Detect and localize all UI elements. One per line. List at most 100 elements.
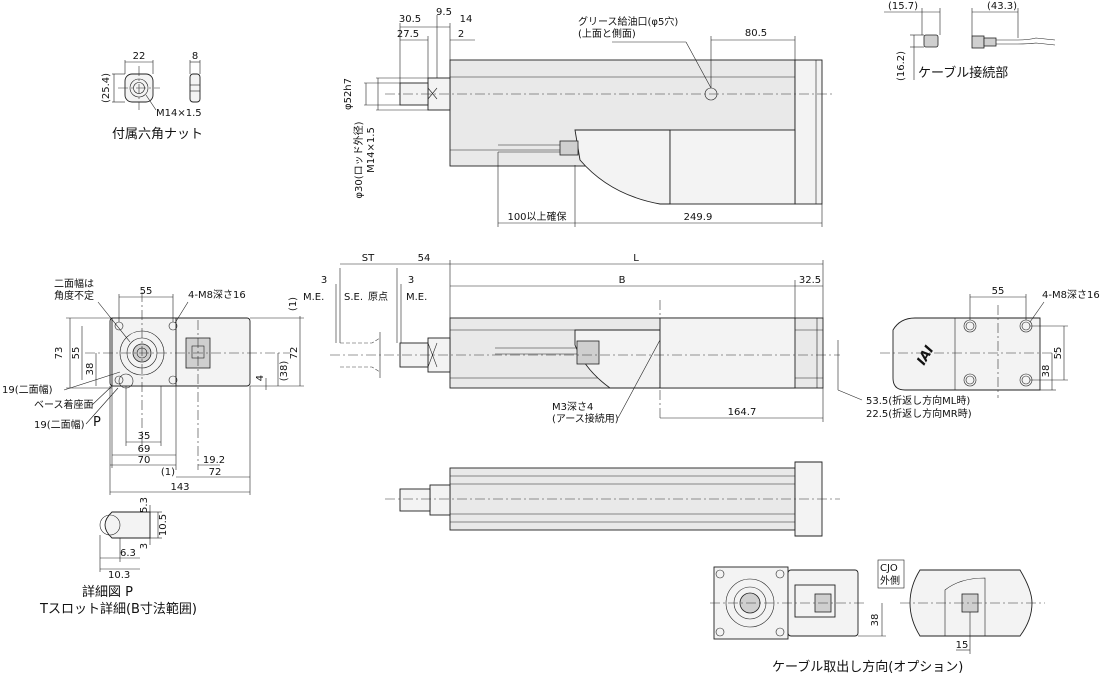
rear-dim-55: 55 (992, 286, 1005, 297)
cable-dim-15-7: (15.7) (888, 1, 918, 12)
cable-dim-43-3: (43.3) (987, 1, 1017, 12)
front-dim-1b: (1) (161, 467, 175, 478)
cable-dim-16-2: (16.2) (896, 51, 907, 81)
front-dim-73: 73 (54, 347, 65, 360)
dim-30-5: 30.5 (399, 14, 421, 25)
detail-p-view: 5.3 10.5 3 6.3 10.3 詳細図 P Tスロット詳細(B寸法範囲) (39, 497, 197, 617)
dim-80-5: 80.5 (745, 28, 767, 39)
front-dim-55: 55 (140, 286, 153, 297)
dim-27-5: 27.5 (397, 29, 419, 40)
rear-housing (892, 317, 1041, 391)
front-dim-55v: 55 (71, 347, 82, 360)
front-p-mark: P (93, 415, 101, 430)
dim-14: 14 (460, 14, 473, 25)
front-two-face-1: 19(二面幅) (2, 383, 53, 396)
front-dim-69: 69 (138, 444, 151, 455)
main-dim-54: 54 (418, 253, 431, 264)
front-dim-19-2: 19.2 (203, 455, 225, 466)
front-dim-38: 38 (85, 363, 96, 376)
front-base-face: ベース着座面 (34, 398, 94, 411)
cable-option-caption: ケーブル取出し方向(オプション) (772, 659, 963, 675)
front-two-face-l1: 二面幅は (54, 277, 94, 290)
front-dim-72v: 72 (289, 347, 300, 360)
ml-label: 53.5(折返し方向ML時) (866, 394, 970, 407)
nut-dim-25-4: (25.4) (101, 73, 112, 103)
main-me-left: M.E. (303, 292, 324, 303)
nut-dim-22: 22 (133, 51, 146, 62)
rear-end-view: IAI 55 4-M8深さ16 55 38 (880, 286, 1100, 398)
rear-tap-1 (965, 321, 975, 331)
rear-tap-label: 4-M8深さ16 (1042, 289, 1100, 301)
tap-hole-4 (168, 375, 178, 385)
end-cover (794, 59, 823, 205)
main-side-view: ST 54 L B 32.5 3 3 M.E. S.E. 原点 M.E. M3深… (303, 253, 972, 425)
main-dim-32-5: 32.5 (799, 275, 821, 286)
side-elevation: グリース給油口(φ5穴) (上面と側面) 80.5 30.5 9.5 14 27… (343, 7, 835, 227)
ground-sub: (アース接続用) (552, 412, 619, 425)
front-dim-38p: (38) (279, 361, 290, 382)
main-dim-3b: 3 (408, 275, 414, 286)
main-origin: 原点 (368, 291, 388, 303)
bottom-rod-end (399, 488, 431, 512)
cable-connector (559, 140, 579, 156)
cable-connection-caption: ケーブル接続部 (918, 65, 1008, 81)
rear-dim-38: 38 (1041, 365, 1052, 378)
front-dim-143: 143 (170, 482, 189, 493)
cable-option-view: 38 CJO 外側 15 ケーブル取出し方向(オプション) (710, 559, 1045, 675)
tslot-dim-10-5: 10.5 (158, 514, 169, 536)
dim-2: 2 (458, 29, 464, 40)
cjo-label: CJO (880, 563, 898, 574)
option-dim-15: 15 (956, 640, 969, 651)
tslot-dim-10-3: 10.3 (108, 570, 130, 581)
main-connector (576, 340, 600, 365)
hex-nut-view: 22 8 (25.4) M14×1.5 付属六角ナット (101, 51, 203, 142)
cable-plug-body (971, 35, 985, 49)
main-dim-b: B (619, 275, 626, 286)
cable-connector-end (923, 34, 939, 48)
dim-9-5: 9.5 (436, 7, 452, 18)
tslot-dim-3: 3 (139, 543, 150, 549)
front-end-view: 55 二面幅は 角度不定 4-M8深さ16 73 55 38 (1) 72 (3… (2, 277, 304, 495)
main-se: S.E. (344, 292, 363, 303)
ground-label: M3深さ4 (552, 401, 593, 413)
front-two-face-l2: 角度不定 (54, 289, 94, 302)
dim-dia52: φ52h7 (343, 78, 354, 110)
tap-hole-3 (114, 375, 124, 385)
mr-label: 22.5(折返し方向MR時) (866, 407, 972, 420)
option-dim-38: 38 (870, 614, 881, 627)
hex-nut-caption: 付属六角ナット (112, 127, 203, 142)
front-two-face-2: 19(二面幅) (34, 418, 85, 431)
front-dim-1: (1) (288, 297, 299, 311)
dim-m14-rod: M14×1.5 (366, 127, 377, 173)
dim-249-9: 249.9 (684, 212, 713, 223)
secure-label: 100以上確保 (507, 210, 566, 223)
nut-thread-label: M14×1.5 (156, 108, 202, 119)
tslot-dim-5-3: 5.3 (139, 497, 150, 513)
cable-cover (574, 129, 671, 205)
tslot-dim-6-3: 6.3 (120, 548, 136, 559)
front-tap-label: 4-M8深さ16 (188, 289, 246, 301)
main-dim-3a: 3 (321, 275, 327, 286)
cjo-sub: 外側 (880, 574, 900, 587)
cable-plug-nose (983, 37, 997, 47)
main-dim-l: L (633, 253, 639, 264)
rear-tap-3 (965, 375, 975, 385)
rear-dim-55v: 55 (1053, 347, 1064, 360)
front-dim-72: 72 (209, 467, 222, 478)
tslot-profile (104, 511, 151, 539)
dim-dia30: φ30(ロッド外径) (352, 121, 365, 198)
front-dim-4: 4 (255, 375, 266, 381)
front-dim-70: 70 (138, 455, 151, 466)
detail-p-caption: 詳細図 P (82, 584, 133, 600)
nut-dim-8: 8 (192, 51, 198, 62)
front-dim-35: 35 (138, 431, 151, 442)
grease-port-label: グリース給油口(φ5穴) (578, 15, 678, 28)
bottom-view (385, 461, 840, 537)
main-dim-164-7: 164.7 (728, 407, 757, 418)
grease-port-sub: (上面と側面) (578, 27, 636, 40)
hex-nut-side (189, 73, 201, 103)
main-dim-st: ST (362, 253, 375, 264)
cable-connection-view: (15.7) (16.2) (43.3) ケーブル接続部 (884, 1, 1056, 81)
